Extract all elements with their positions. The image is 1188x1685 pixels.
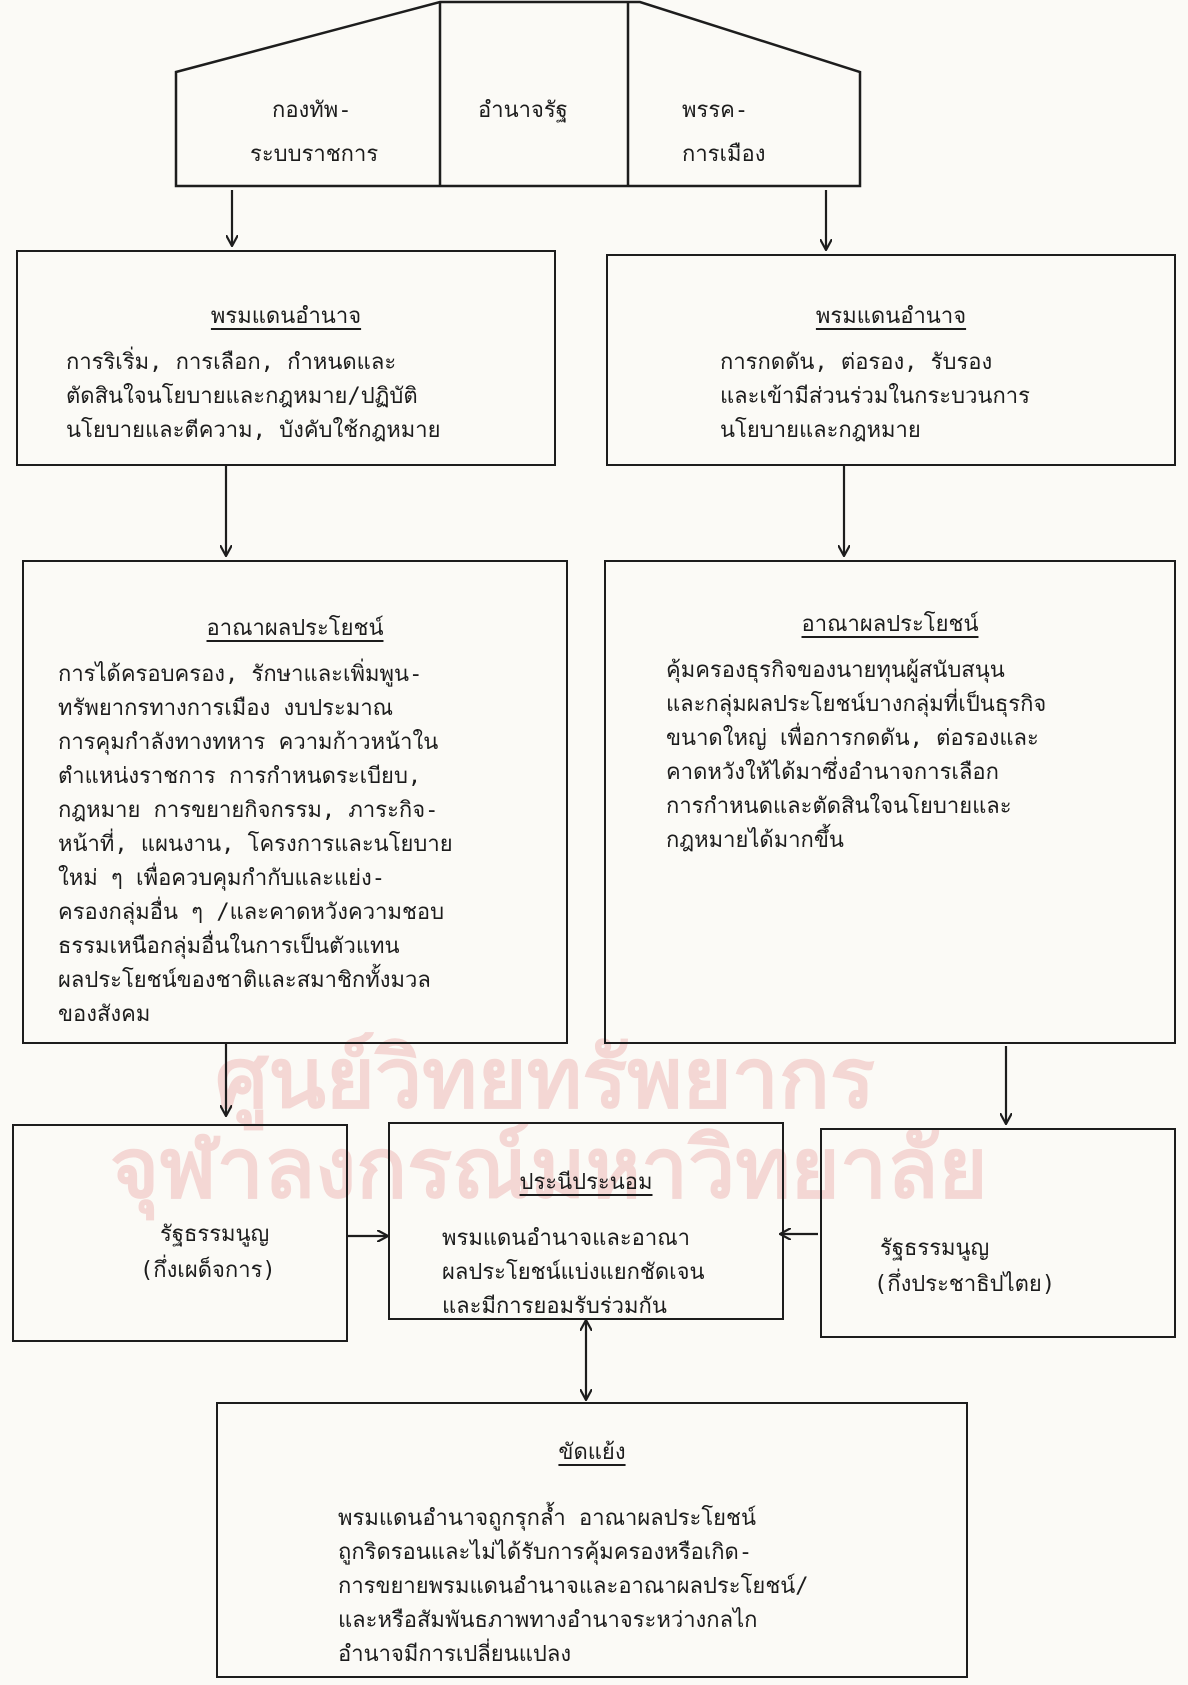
power-boundary-left-text: การริเริ่ม, การเลือก, กำหนดและ ตัดสินใจน… bbox=[66, 350, 441, 443]
interest-domain-left-text: การได้ครอบครอง, รักษาและเพิ่มพูน- ทรัพยา… bbox=[58, 662, 453, 1027]
power-boundary-right-heading: พรมแดนอำนาจ bbox=[815, 304, 967, 329]
constitution-left-line2: (กึ่งเผด็จการ) bbox=[140, 1258, 276, 1283]
power-boundary-left-heading: พรมแดนอำนาจ bbox=[210, 304, 362, 329]
power-boundary-left-box bbox=[16, 250, 556, 466]
power-boundary-right-text: การกดดัน, ต่อรอง, รับรอง และเข้ามีส่วนร่… bbox=[720, 350, 1030, 443]
interest-domain-left-box bbox=[22, 560, 568, 1044]
conflict-text: พรมแดนอำนาจถูกรุกล้ำ อาณาผลประโยชน์ ถูกร… bbox=[338, 1506, 809, 1667]
conflict-box bbox=[216, 1402, 968, 1678]
compromise-text: พรมแดนอำนาจและอาณา ผลประโยชน์แบ่งแยกชัดเ… bbox=[442, 1226, 705, 1319]
top-label-military-line1: กองทัพ- bbox=[272, 98, 352, 123]
interest-domain-right-box bbox=[604, 560, 1176, 1044]
interest-domain-right-text: คุ้มครองธุรกิจของนายทุนผู้สนับสนุน และกล… bbox=[666, 658, 1047, 853]
top-label-state-power: อำนาจรัฐ bbox=[478, 98, 568, 123]
power-boundary-right-box bbox=[606, 254, 1176, 466]
constitution-right-line1: รัฐธรรมนูญ bbox=[880, 1236, 990, 1261]
interest-domain-left-heading: อาณาผลประโยชน์ bbox=[206, 616, 384, 641]
interest-domain-right-heading: อาณาผลประโยชน์ bbox=[801, 612, 979, 637]
top-label-party-line1: พรรค- bbox=[682, 98, 749, 123]
compromise-box bbox=[388, 1122, 784, 1320]
compromise-heading: ประนีประนอม bbox=[519, 1170, 653, 1195]
constitution-left-line1: รัฐธรรมนูญ bbox=[160, 1222, 270, 1247]
constitution-right-box bbox=[820, 1128, 1176, 1338]
top-label-military-line2: ระบบราชการ bbox=[250, 142, 379, 167]
constitution-left-box bbox=[12, 1124, 348, 1342]
conflict-heading: ขัดแย้ง bbox=[558, 1440, 626, 1465]
constitution-right-line2: (กึ่งประชาธิปไตย) bbox=[874, 1272, 1056, 1297]
top-label-party-line2: การเมือง bbox=[682, 142, 766, 167]
